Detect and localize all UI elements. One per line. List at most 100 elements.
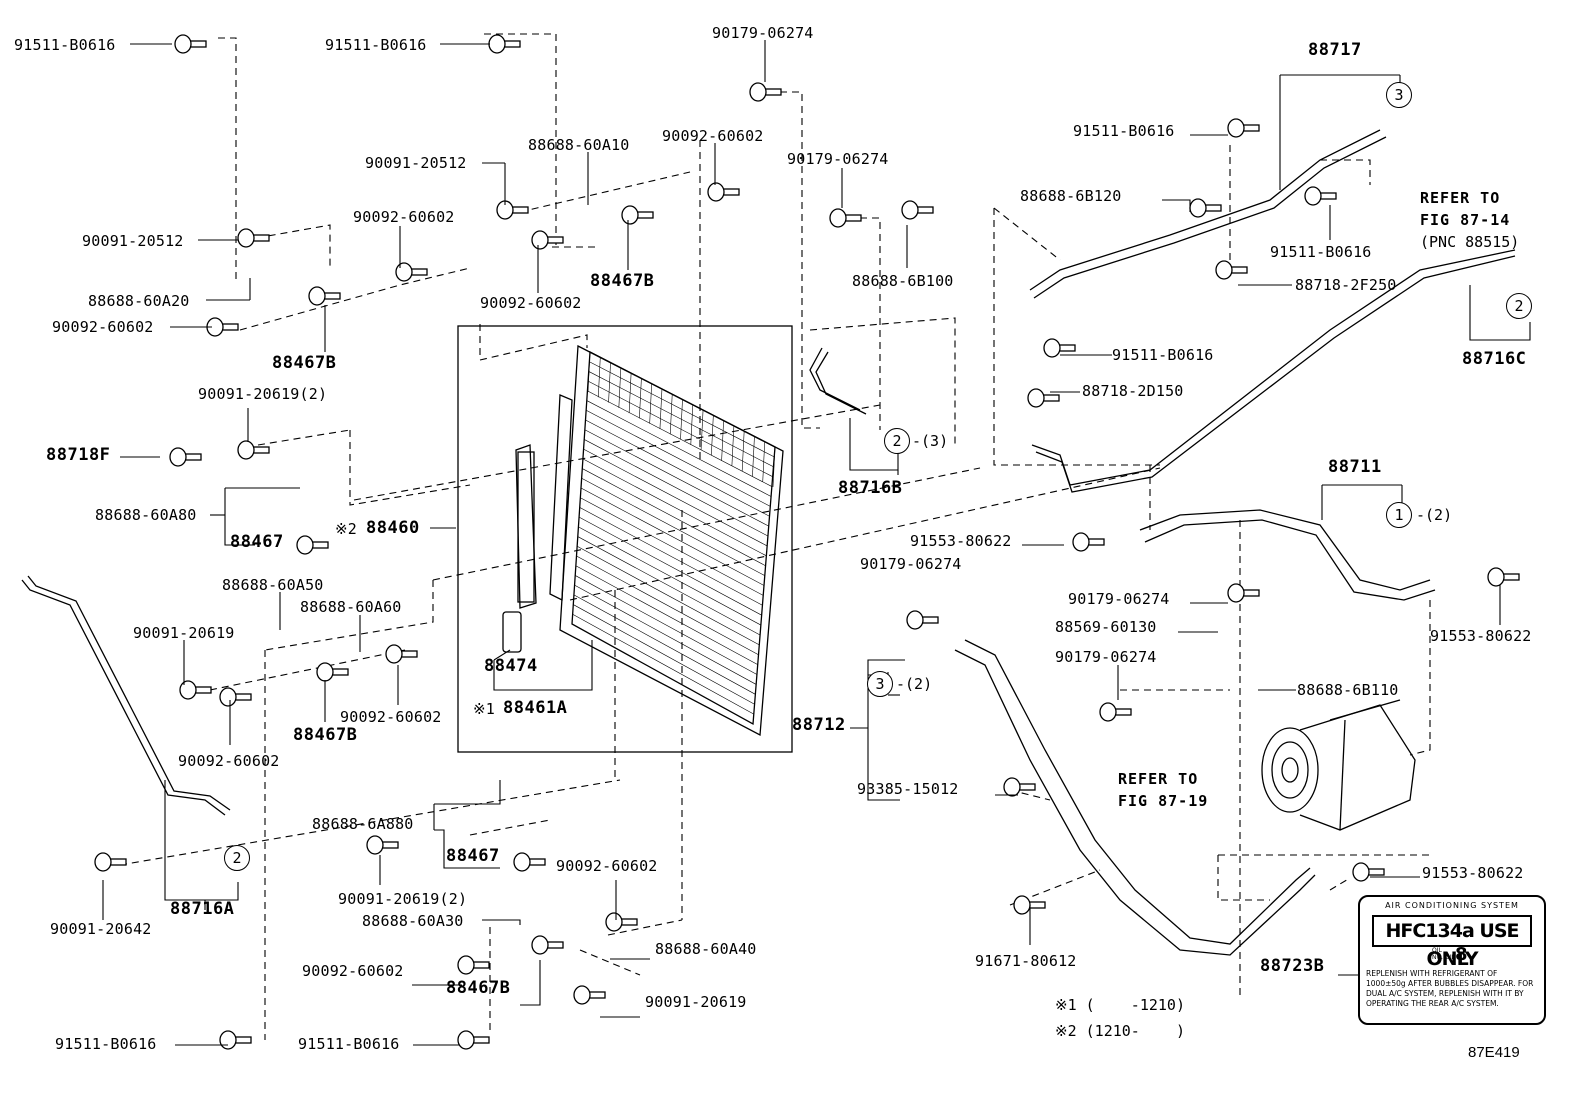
assembly-label[interactable]: 88711 xyxy=(1328,457,1382,477)
part-label[interactable]: 90092-60602 xyxy=(353,208,455,226)
condenser-fin xyxy=(741,431,745,472)
part-label[interactable]: 90091-20642 xyxy=(50,920,152,938)
condenser-fin xyxy=(690,404,694,445)
part-label[interactable]: 93385-15012 xyxy=(857,780,959,798)
part-label[interactable]: 88688-60A10 xyxy=(528,136,630,154)
part-label[interactable]: 91511-B0616 xyxy=(325,36,427,54)
callout-suffix: -(3) xyxy=(912,432,949,450)
assembly-label[interactable]: 88467B xyxy=(293,725,358,745)
bolt-icon xyxy=(1215,260,1248,280)
assembly-label[interactable]: 88716A xyxy=(170,899,235,919)
part-label[interactable]: 90179-06274 xyxy=(1068,590,1170,608)
refrigerant-label-sticker[interactable]: AIR CONDITIONING SYSTEM HFC134a USE ONLY… xyxy=(1358,895,1546,1025)
assembly-label[interactable]: 88467B xyxy=(590,271,655,291)
refer-line: FIG 87-14 xyxy=(1420,211,1511,229)
part-label[interactable]: 90091-20619(2) xyxy=(198,385,328,403)
part-label[interactable]: 88688-60A60 xyxy=(300,598,402,616)
bolt-icon xyxy=(366,835,399,855)
bolt-icon xyxy=(219,1030,252,1050)
part-label[interactable]: 91553-80622 xyxy=(1430,627,1532,645)
part-label[interactable]: 88688-60A30 xyxy=(362,912,464,930)
part-label[interactable]: 90092-60602 xyxy=(556,857,658,875)
part-label[interactable]: 90091-20619 xyxy=(133,624,235,642)
refer-block[interactable]: REFER TO FIG 87-19 xyxy=(1118,768,1208,812)
assembly-label[interactable]: 88717 xyxy=(1308,40,1362,60)
part-label[interactable]: 88688-60A80 xyxy=(95,506,197,524)
bolt-icon xyxy=(457,1030,490,1050)
part-label[interactable]: 90092-60602 xyxy=(178,752,280,770)
part-label[interactable]: 90179-06274 xyxy=(787,150,889,168)
part-label[interactable]: 88718-2F250 xyxy=(1295,276,1397,294)
assembly-label[interactable]: 88712 xyxy=(792,715,846,735)
condenser-fin xyxy=(608,362,611,403)
note-mark: ※2 xyxy=(335,520,357,538)
part-label[interactable]: 91671-80612 xyxy=(975,952,1077,970)
assembly-label[interactable]: 88716C xyxy=(1462,349,1527,369)
condenser-tube xyxy=(579,507,763,606)
condenser-fin xyxy=(680,399,683,440)
assembly-label[interactable]: 88718F xyxy=(46,445,111,465)
callout-circle: 1 xyxy=(1386,502,1412,528)
condenser-tube xyxy=(577,546,760,646)
condenser-fin xyxy=(597,357,601,398)
part-label[interactable]: 90092-60602 xyxy=(480,294,582,312)
bolt-icon xyxy=(1027,388,1060,408)
part-label[interactable]: 90092-60602 xyxy=(340,708,442,726)
part-label[interactable]: 91553-80622 xyxy=(1422,864,1524,882)
bolt-icon xyxy=(605,912,638,932)
assembly-label[interactable]: 88460 xyxy=(366,518,420,538)
part-label[interactable]: 88688-6B100 xyxy=(852,272,954,290)
part-label[interactable]: 88688-6A880 xyxy=(312,815,414,833)
part-label[interactable]: 90179-06274 xyxy=(860,555,962,573)
refer-block[interactable]: REFER TO FIG 87-14 (PNC 88515) xyxy=(1420,187,1519,253)
part-label[interactable]: 91511-B0616 xyxy=(1112,346,1214,364)
callout-circle: 2 xyxy=(1506,293,1532,319)
part-label[interactable]: 90092-60602 xyxy=(52,318,154,336)
callout-circle: 3 xyxy=(1386,82,1412,108)
condenser-group-box xyxy=(457,325,793,753)
part-label[interactable]: 88688-60A50 xyxy=(222,576,324,594)
part-label[interactable]: 91511-B0616 xyxy=(55,1035,157,1053)
part-label[interactable]: 91511-B0616 xyxy=(298,1035,400,1053)
part-label[interactable]: 90091-20619 xyxy=(645,993,747,1011)
bolt-icon xyxy=(169,447,202,467)
condenser-tube xyxy=(576,555,759,656)
part-label[interactable]: 90091-20512 xyxy=(365,154,467,172)
assembly-label[interactable]: 88467B xyxy=(446,978,511,998)
condenser-fin xyxy=(669,394,673,435)
part-label[interactable]: 91553-80622 xyxy=(910,532,1012,550)
part-label[interactable]: 88688-6B120 xyxy=(1020,187,1122,205)
leader-lines xyxy=(102,40,1531,1046)
part-label[interactable]: 90179-06274 xyxy=(712,24,814,42)
part-label[interactable]: 90091-20619(2) xyxy=(338,890,468,908)
condenser-fin xyxy=(731,425,735,466)
assembly-label[interactable]: 88723B xyxy=(1260,956,1325,976)
part-label[interactable]: 88569-60130 xyxy=(1055,618,1157,636)
fasteners xyxy=(94,34,1520,1050)
condenser-tube xyxy=(571,623,754,725)
part-label[interactable]: 90092-60602 xyxy=(302,962,404,980)
part-label[interactable]: 91511-B0616 xyxy=(1270,243,1372,261)
assembly-label[interactable]: 88461A xyxy=(503,698,568,718)
note-mark: ※1 xyxy=(473,700,495,718)
part-label[interactable]: 91511-B0616 xyxy=(1073,122,1175,140)
assembly-label[interactable]: 88467 xyxy=(230,532,284,552)
bolt-icon xyxy=(237,228,270,248)
part-label[interactable]: 91511-B0616 xyxy=(14,36,116,54)
part-label[interactable]: 90179-06274 xyxy=(1055,648,1157,666)
assembly-label[interactable]: 88716B xyxy=(838,478,903,498)
part-label[interactable]: 88688-60A40 xyxy=(655,940,757,958)
part-label[interactable]: 90092-60602 xyxy=(662,127,764,145)
part-label[interactable]: 90091-20512 xyxy=(82,232,184,250)
part-label[interactable]: 88688-60A20 xyxy=(88,292,190,310)
assembly-label[interactable]: 88467 xyxy=(446,846,500,866)
condenser-tube xyxy=(580,497,764,596)
callout-suffix: -(2) xyxy=(1416,506,1453,524)
bolt-icon xyxy=(749,82,782,102)
assembly-label[interactable]: 88467B xyxy=(272,353,337,373)
callout-circle: 2 xyxy=(884,428,910,454)
part-label[interactable]: 88718-2D150 xyxy=(1082,382,1184,400)
sticker-oil-label: OIL NO. OIL xyxy=(1432,947,1455,961)
part-label[interactable]: 88688-6B110 xyxy=(1297,681,1399,699)
assembly-label[interactable]: 88474 xyxy=(484,656,538,676)
